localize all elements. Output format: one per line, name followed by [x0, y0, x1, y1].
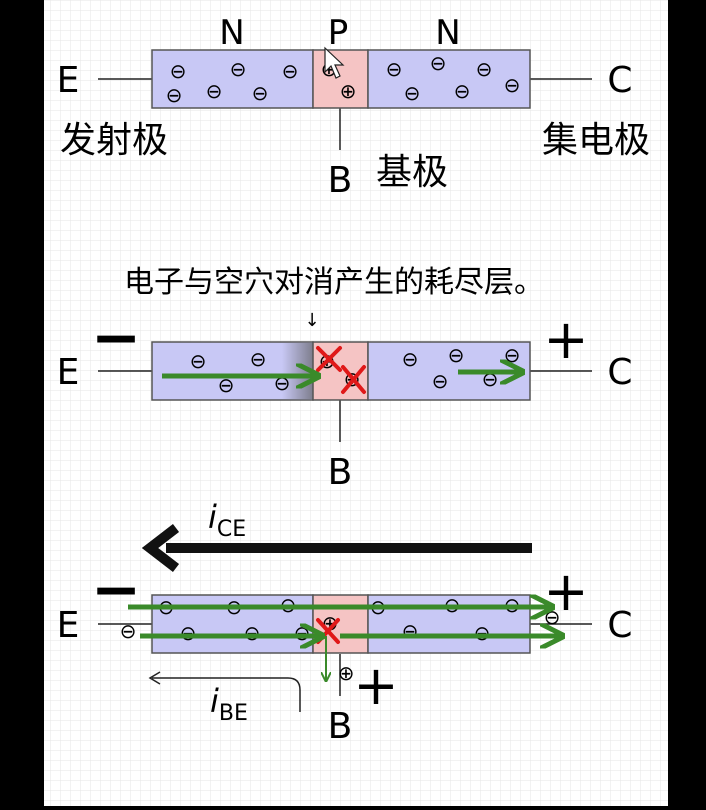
emitter-caption: 发射极 [60, 120, 168, 161]
i-be-label: iBE [210, 682, 248, 726]
label-n-right: N [435, 13, 460, 53]
terminal-c-label: C [607, 605, 632, 646]
p-region-base [312, 49, 369, 109]
n-region-collector [367, 49, 531, 109]
panel-2-depletion: 电子与空穴对消产生的耗尽层。 ↓ − + E C B ⊖ ⊖ ⊖ ⊖ ⊕ ⊕ ⊖… [57, 265, 633, 493]
terminal-b-label: B [328, 452, 353, 493]
terminal-e-label: E [57, 352, 80, 393]
depletion-pointer-arrow: ↓ [304, 310, 319, 331]
electron-carrier: ⊖ [166, 83, 183, 107]
terminal-b-label: B [328, 706, 353, 747]
terminal-b-label: B [328, 160, 353, 201]
right-frame-bar [668, 0, 706, 806]
electron-carrier: ⊖ [504, 343, 521, 367]
electron-carrier: ⊖ [402, 347, 419, 371]
i-ce-label: iCE [208, 498, 246, 542]
electron-carrier: ⊖ [474, 621, 491, 645]
recombination-x-mark [316, 346, 342, 372]
i-be-arrow-head [148, 671, 161, 685]
terminal-e-label: E [57, 605, 80, 646]
electron-carrier: ⊖ [250, 347, 267, 371]
label-p: P [328, 13, 349, 53]
i-be-current-arrow [152, 677, 301, 712]
electron-carrier: ⊖ [190, 349, 207, 373]
left-frame-bar [0, 0, 44, 806]
electron-carrier: ⊖ [282, 59, 299, 83]
electron-carrier: ⊖ [476, 57, 493, 81]
electron-carrier: ⊖ [206, 79, 223, 103]
electron-carrier: ⊖ [180, 621, 197, 645]
electron-carrier: ⊖ [252, 81, 269, 105]
electron-carrier: ⊖ [432, 369, 449, 393]
electron-carrier: ⊖ [504, 73, 521, 97]
minus-sign: − [91, 555, 141, 625]
electron-carrier: ⊖ [244, 621, 261, 645]
electron-carrier: ⊖ [386, 57, 403, 81]
recombination-x-mark [341, 365, 366, 394]
hole-carrier: ⊕ [338, 661, 355, 685]
depletion-caption: 电子与空穴对消产生的耗尽层。 [124, 265, 544, 300]
panel-3-conduction: iCE − + + E C B iBE ⊖ ⊖ ⊖ ⊖ ⊖ ⊖ ⊖ ⊕ ⊕ ⊖ … [57, 498, 633, 747]
collector-caption: 集电极 [542, 120, 650, 161]
electron-carrier: ⊖ [430, 51, 447, 75]
panel-1-structure: N P N E C B 发射极 基极 集电极 ⊖ ⊖ ⊖ ⊖ ⊖ ⊖ ⊕ ⊕ ⊖… [57, 13, 650, 201]
electron-carrier: ⊖ [402, 619, 419, 643]
label-n-left: N [219, 13, 244, 53]
electron-carrier: ⊖ [404, 81, 421, 105]
terminal-c-label: C [607, 352, 632, 393]
i-ce-arrow-head [141, 524, 180, 572]
electron-carrier: ⊖ [294, 621, 311, 645]
grid-background [44, 0, 668, 806]
plus-sign: + [543, 308, 588, 371]
electron-carrier: ⊖ [218, 373, 235, 397]
electron-carrier: ⊖ [454, 79, 471, 103]
electron-carrier: ⊖ [230, 57, 247, 81]
terminal-c-label: C [607, 60, 632, 101]
electron-carrier: ⊖ [120, 619, 137, 643]
mouse-cursor-icon [324, 46, 345, 79]
electron-carrier: ⊖ [170, 59, 187, 83]
electron-carrier: ⊖ [448, 343, 465, 367]
terminal-e-label: E [57, 60, 80, 101]
hole-carrier: ⊕ [340, 79, 357, 103]
plus-sign-base: + [353, 654, 398, 717]
minus-sign: − [91, 303, 141, 373]
base-caption: 基极 [376, 152, 448, 193]
